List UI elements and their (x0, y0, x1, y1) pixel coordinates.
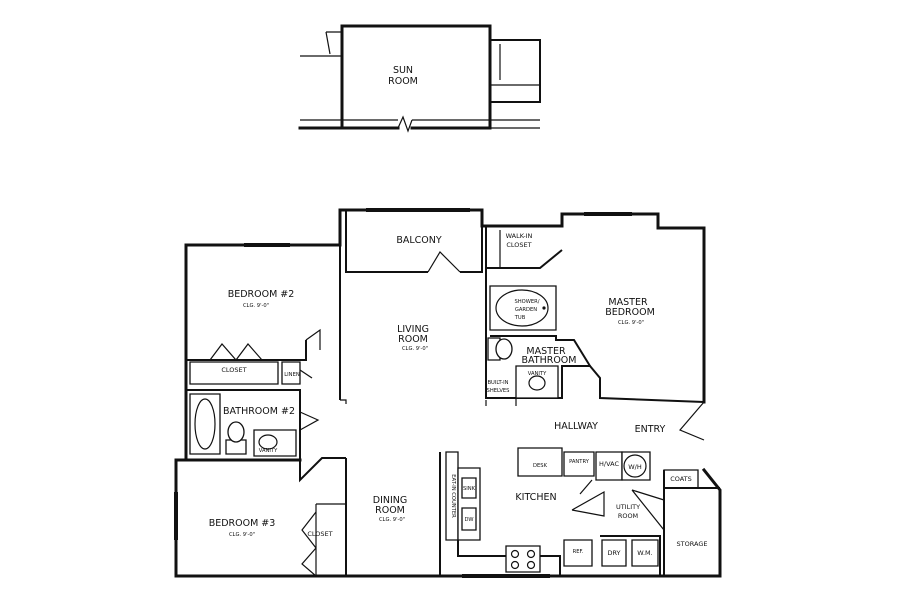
bedroom3-label: BEDROOM #3 (209, 518, 276, 529)
bedroom3-ceiling: CLG. 9'-0" (229, 532, 255, 538)
utility-room-label: UTILITY (616, 503, 640, 511)
sun-room-label-2: ROOM (388, 76, 418, 87)
living-room-label: LIVING (397, 324, 429, 335)
linen-label: LINEN (284, 372, 300, 378)
master-bedroom-ceiling: CLG. 9'-0" (618, 320, 644, 326)
kitchen-utility (439, 447, 720, 576)
wh-label: W/H (628, 463, 642, 471)
dining-room-label: DINING (373, 495, 408, 506)
hallway-label: HALLWAY (554, 421, 598, 432)
vanity-master-label: VANITY (528, 371, 547, 377)
coats-label: COATS (670, 475, 692, 483)
walk-in-closet-label: WALK-IN (506, 232, 533, 240)
closet-bed2-label: CLOSET (221, 366, 246, 374)
hvac-label: H/VAC (599, 460, 619, 468)
desk-label: DESK (533, 463, 548, 469)
shower-label-2: GARDEN (515, 307, 537, 313)
dining-room-ceiling: CLG. 9'-0" (379, 517, 405, 523)
bar-label: EAT-IN COUNTER (450, 474, 456, 518)
vanity-bath2-label: VANITY (259, 448, 278, 454)
room-labels: SUN ROOM BALCONY WALK-IN CLOSET BEDROOM … (209, 65, 708, 557)
master-bathroom-label: MASTER (526, 346, 566, 357)
bedroom2-label: BEDROOM #2 (228, 289, 295, 300)
entry-label: ENTRY (635, 424, 666, 435)
sun-room-block (298, 24, 541, 133)
walk-in-closet-label-2: CLOSET (506, 241, 531, 249)
shower-label-3: TUB (514, 315, 526, 321)
bathroom2-label: BATHROOM #2 (223, 406, 295, 417)
sink-label: SINK (463, 486, 476, 492)
dry-label: DRY (607, 549, 620, 557)
dining-room-label-2: ROOM (375, 505, 405, 516)
bedroom2-ceiling: CLG. 9'-0" (243, 303, 269, 309)
sun-room-label: SUN (393, 65, 413, 76)
wm-label: W.M. (637, 549, 652, 557)
living-room-label-2: ROOM (398, 334, 428, 345)
kitchen-label: KITCHEN (515, 492, 556, 503)
master-bedroom-label-2: BEDROOM (605, 307, 655, 318)
utility-room-label-2: ROOM (618, 512, 638, 520)
living-room-ceiling: CLG. 9'-0" (402, 346, 428, 352)
ref-label: REF. (573, 549, 584, 555)
shower-label: SHOWER/ (514, 299, 539, 305)
master-bedroom-label: MASTER (608, 297, 648, 308)
storage-label: STORAGE (677, 540, 708, 548)
master-bathroom-label-2: BATHROOM (522, 355, 577, 366)
interior-walls (186, 210, 705, 577)
closet-bed3-label: CLOSET (307, 530, 332, 538)
dw-label: DW (464, 517, 473, 523)
balcony-label: BALCONY (396, 235, 442, 246)
built-in-shelves-label-2: SHELVES (487, 388, 510, 394)
built-in-shelves-label: BUILT-IN (487, 380, 508, 386)
pantry-label: PANTRY (569, 459, 590, 465)
outer-walls (174, 208, 722, 578)
